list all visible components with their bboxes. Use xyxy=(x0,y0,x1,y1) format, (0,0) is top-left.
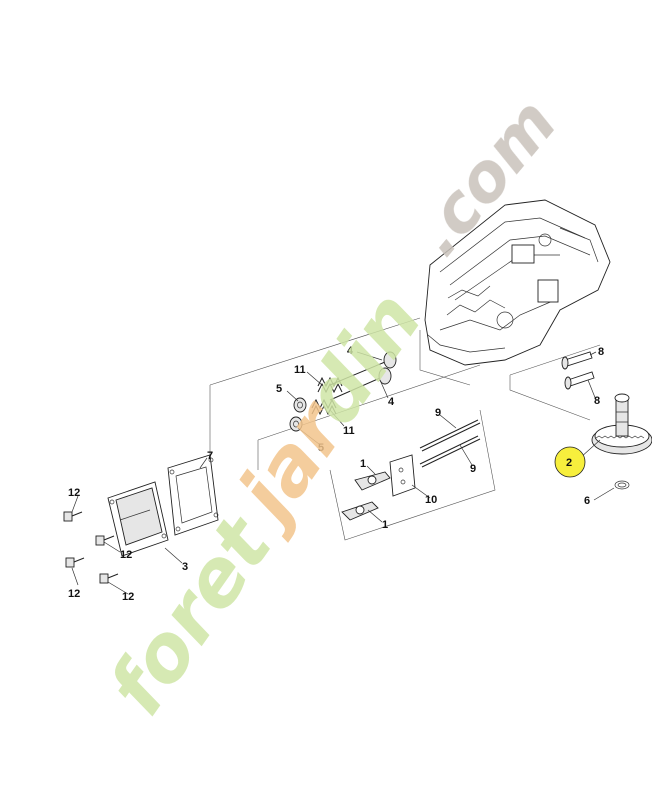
callout-9-upper[interactable]: 9 xyxy=(435,407,441,419)
callout-12-bottom-left[interactable]: 12 xyxy=(68,588,80,600)
callout-8-upper[interactable]: 8 xyxy=(598,346,604,358)
screw-bottom-right[interactable] xyxy=(99,573,119,584)
callout-5-lower[interactable]: 5 xyxy=(318,442,324,454)
push-rod-upper[interactable] xyxy=(419,419,481,452)
push-rod-lower[interactable] xyxy=(419,435,481,468)
callout-2[interactable]: 2 xyxy=(566,457,572,469)
watermark-logo: foret jar din .com xyxy=(92,84,572,731)
callout-9-lower[interactable]: 9 xyxy=(470,463,476,475)
callout-3[interactable]: 3 xyxy=(182,561,188,573)
callout-10[interactable]: 10 xyxy=(425,494,437,506)
screw-lower-left[interactable] xyxy=(65,557,85,568)
callout-6[interactable]: 6 xyxy=(584,495,590,507)
tappet-upper[interactable] xyxy=(561,351,593,370)
callout-7[interactable]: 7 xyxy=(207,450,213,462)
valve-spring-upper[interactable] xyxy=(317,376,343,394)
callout-12-top-left[interactable]: 12 xyxy=(68,487,80,499)
callout-11-lower[interactable]: 11 xyxy=(343,425,355,437)
callout-8-lower[interactable]: 8 xyxy=(594,395,600,407)
guide-plate[interactable] xyxy=(389,454,416,497)
engine-block-icon[interactable] xyxy=(419,199,611,386)
screw-mid-right[interactable] xyxy=(95,535,115,546)
washer-lower[interactable] xyxy=(289,416,303,432)
callout-5-upper[interactable]: 5 xyxy=(276,383,282,395)
valve-exhaust[interactable] xyxy=(329,367,392,401)
callout-4-upper[interactable]: 4 xyxy=(347,345,354,357)
valve-cover-icon[interactable] xyxy=(107,481,169,557)
tappet-lower[interactable] xyxy=(564,371,595,390)
callout-1-upper[interactable]: 1 xyxy=(360,458,366,470)
valve-spring-lower[interactable] xyxy=(311,398,337,416)
o-ring[interactable] xyxy=(614,480,630,490)
callout-12-bottom-right[interactable]: 12 xyxy=(122,591,134,603)
callout-12-mid[interactable]: 12 xyxy=(120,549,132,561)
rocker-arm-lower[interactable] xyxy=(341,501,379,521)
callout-1-lower[interactable]: 1 xyxy=(382,519,388,531)
callout-4-lower[interactable]: 4 xyxy=(388,396,395,408)
washer-upper[interactable] xyxy=(293,397,307,413)
cover-gasket[interactable] xyxy=(167,454,219,536)
highlight-circle xyxy=(554,446,586,478)
screw-top-left[interactable] xyxy=(63,511,83,522)
rocker-arm-upper[interactable] xyxy=(354,471,391,491)
callout-11-upper[interactable]: 11 xyxy=(294,364,306,376)
camshaft-gear-icon[interactable] xyxy=(591,393,652,455)
